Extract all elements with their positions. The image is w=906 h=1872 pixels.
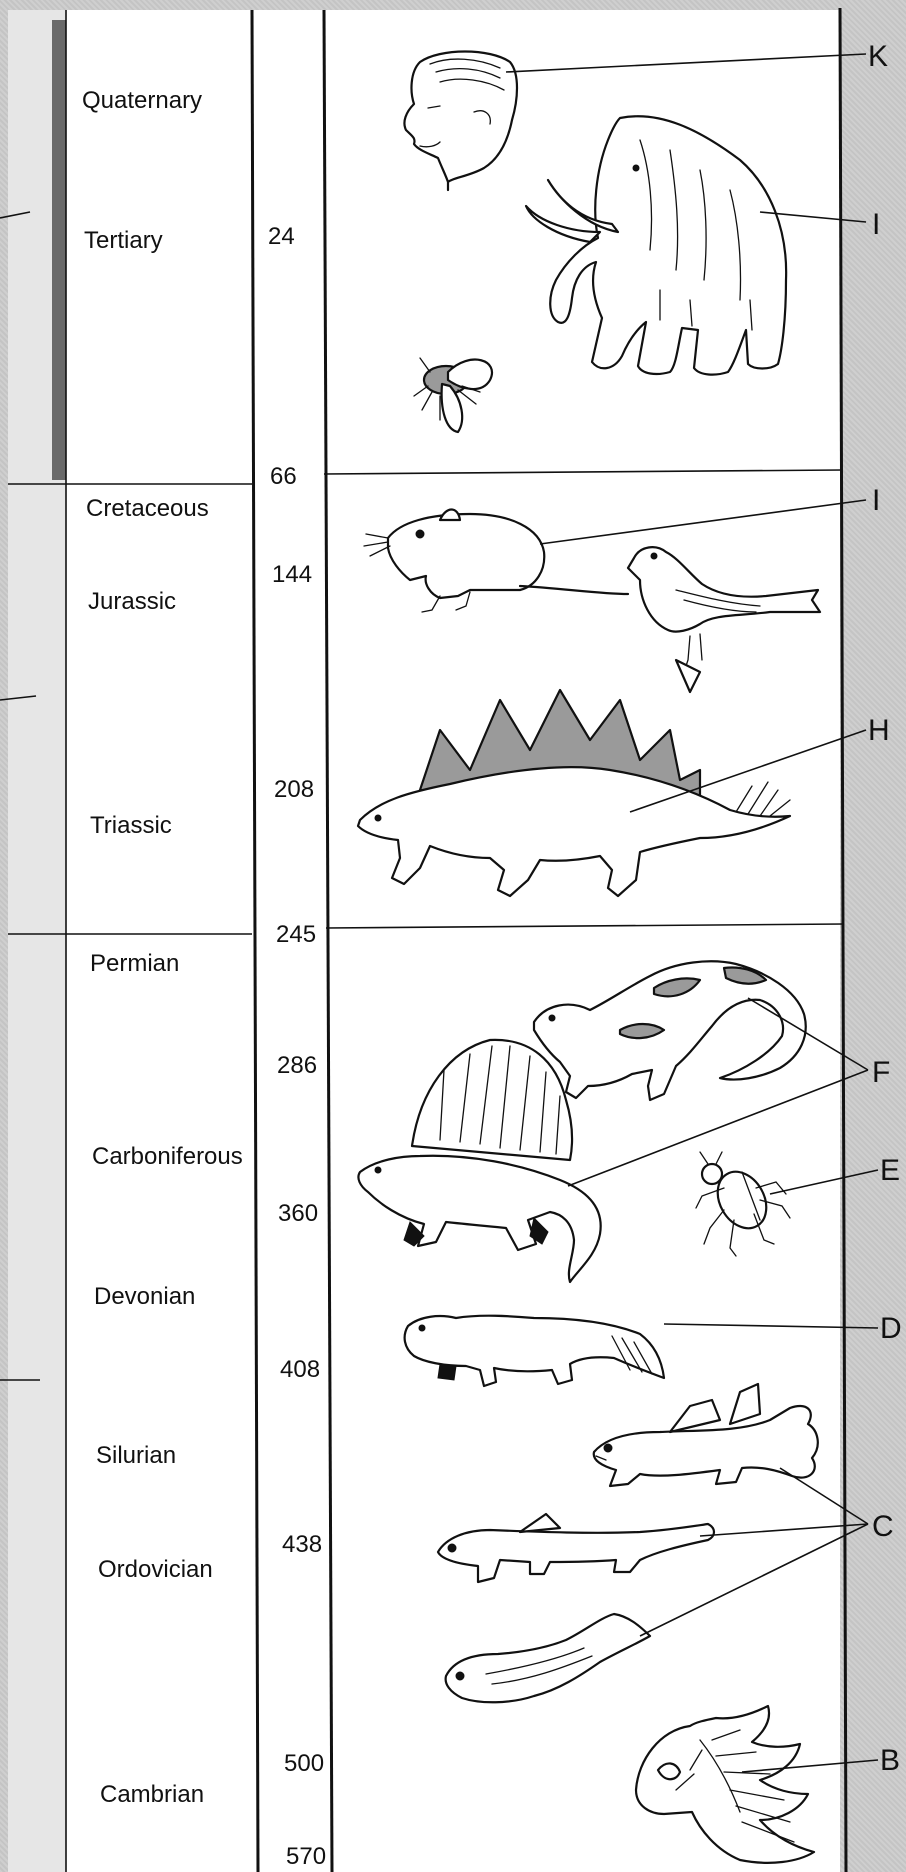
age-360: 360 [278, 1200, 318, 1227]
age-144: 144 [272, 561, 312, 588]
label-k: K [868, 40, 888, 73]
period-cretaceous: Cretaceous [86, 495, 209, 522]
figure-letters: K I I H F E D C B [868, 40, 902, 1777]
period-permian: Permian [90, 950, 179, 977]
label-f: F [872, 1056, 890, 1089]
age-208: 208 [274, 776, 314, 803]
label-b: B [880, 1744, 900, 1777]
label-i-rodent: I [872, 484, 880, 517]
period-quaternary: Quaternary [82, 87, 202, 114]
period-silurian: Silurian [96, 1442, 176, 1469]
age-570: 570 [286, 1843, 326, 1870]
label-d: D [880, 1312, 902, 1345]
age-438: 438 [282, 1531, 322, 1558]
era-shade [52, 20, 66, 480]
age-286: 286 [277, 1052, 317, 1079]
age-245: 245 [276, 921, 316, 948]
period-devonian: Devonian [94, 1283, 195, 1310]
period-cambrian: Cambrian [100, 1781, 204, 1808]
age-24: 24 [268, 223, 295, 250]
period-tertiary: Tertiary [84, 227, 163, 254]
age-500: 500 [284, 1750, 324, 1777]
period-carboniferous: Carboniferous [92, 1143, 243, 1170]
age-66: 66 [270, 463, 297, 490]
label-c: C [872, 1510, 894, 1543]
period-ordovician: Ordovician [98, 1556, 213, 1583]
label-h: H [868, 714, 890, 747]
period-triassic: Triassic [90, 812, 172, 839]
period-jurassic: Jurassic [88, 588, 176, 615]
age-408: 408 [280, 1356, 320, 1383]
label-e: E [880, 1154, 900, 1187]
label-i-mammoth: I [872, 208, 880, 241]
